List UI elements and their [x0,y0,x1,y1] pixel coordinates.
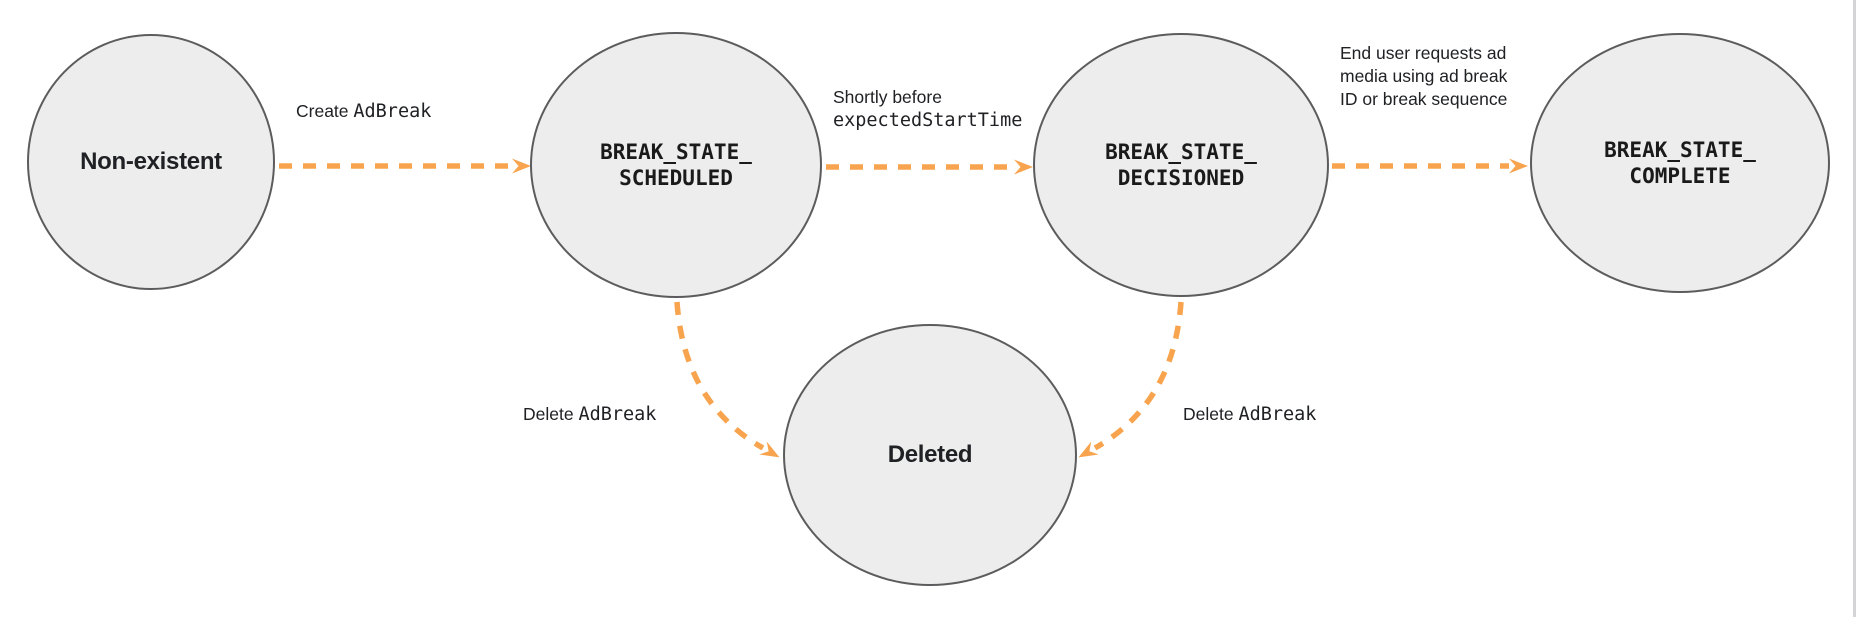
state-label: Deleted [887,441,973,468]
edge-label-code: AdBreak [578,404,657,425]
state-node-break-state-decisioned: BREAK_STATE_ DECISIONED [1033,33,1329,297]
edge-label-delete-adbreak-right: Delete AdBreak [1183,403,1316,426]
state-label: BREAK_STATE_ SCHEDULED [600,140,752,190]
state-node-break-state-scheduled: BREAK_STATE_ SCHEDULED [530,32,822,298]
edge-label-delete-adbreak-left: Delete AdBreak [523,403,656,426]
edge-label-text: Shortly before [833,87,942,107]
edge-label-shortly-before: Shortly before expectedStartTime [833,86,1022,132]
state-label: Non-existent [80,148,222,175]
edge-label-text: Create [296,101,354,121]
state-node-deleted: Deleted [783,324,1077,586]
edge-label-code: AdBreak [353,101,432,122]
edge-label-text: Delete [1183,404,1239,424]
edge-label-end-user-requests: End user requests ad media using ad brea… [1340,42,1508,111]
page-edge-line [1853,0,1856,617]
arrow-delete-adbreak-from-scheduled [674,301,780,458]
edge-label-text: End user requests ad media using ad brea… [1340,43,1508,109]
edge-label-code: AdBreak [1238,404,1317,425]
state-label: BREAK_STATE_ COMPLETE [1604,138,1756,188]
state-node-break-state-complete: BREAK_STATE_ COMPLETE [1530,33,1830,293]
edge-label-code: expectedStartTime [833,110,1023,131]
arrow-delete-adbreak-from-decisioned [1078,301,1184,458]
state-label: BREAK_STATE_ DECISIONED [1105,140,1257,190]
edge-label-create-adbreak: Create AdBreak [296,100,431,123]
state-node-non-existent: Non-existent [27,34,275,290]
edge-label-text: Delete [523,404,579,424]
